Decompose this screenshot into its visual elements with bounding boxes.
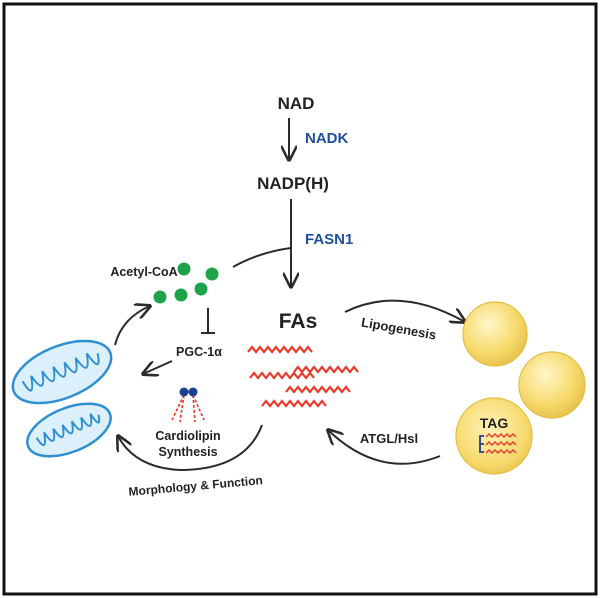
acetyl-coa-molecules bbox=[153, 262, 219, 304]
fas-to-mitochondria-arrow bbox=[118, 424, 263, 472]
nad-label: NAD bbox=[278, 94, 315, 113]
acetyl-coa-input-curve bbox=[232, 247, 292, 268]
acetyl-dot bbox=[174, 288, 188, 302]
fatty-acids bbox=[247, 345, 359, 408]
acetyl-coa-inhibition bbox=[201, 308, 215, 334]
lipid-droplet-middle bbox=[518, 351, 586, 419]
lipid-droplet-upper bbox=[462, 301, 528, 367]
fasn1-enzyme-label: FASN1 bbox=[305, 231, 353, 248]
fas-label: FAs bbox=[279, 310, 318, 333]
fatty-acid-chain bbox=[293, 365, 359, 374]
lipid-droplet-tag bbox=[455, 397, 533, 475]
mitochondria-to-acetyl-coa-arrow bbox=[114, 306, 150, 346]
fatty-acid-chain bbox=[285, 385, 351, 394]
nadph-label: NADP(H) bbox=[257, 174, 329, 193]
fatty-acid-chain bbox=[247, 345, 313, 354]
triglyceride-icon bbox=[479, 433, 517, 454]
fatty-acid-chain bbox=[261, 399, 327, 408]
pgc1a-label: PGC-1α bbox=[176, 345, 222, 359]
acetyl-dot bbox=[153, 290, 167, 304]
acetyl-dot bbox=[205, 267, 219, 281]
acetyl-dot bbox=[177, 262, 191, 276]
acetyl-dot bbox=[194, 282, 208, 296]
lipolysis-arrow bbox=[328, 430, 441, 465]
cardiolipin-label-line2: Synthesis bbox=[158, 445, 217, 459]
nadk-enzyme-label: NADK bbox=[305, 130, 348, 147]
pgc1a-to-mitochondria-arrow bbox=[143, 360, 173, 374]
lipolysis-label: ATGL/Hsl bbox=[360, 431, 418, 446]
cardiolipin-icon bbox=[171, 387, 205, 423]
lipogenesis-arrow bbox=[344, 299, 465, 322]
tag-label: TAG bbox=[480, 415, 509, 431]
acetyl-coa-label: Acetyl-CoA bbox=[110, 265, 177, 279]
mitochondrion-upper bbox=[11, 339, 113, 405]
mitochondrion-lower bbox=[26, 402, 112, 458]
fatty-acid-chain bbox=[249, 371, 315, 380]
cardiolipin-label-line1: Cardiolipin bbox=[155, 429, 220, 443]
